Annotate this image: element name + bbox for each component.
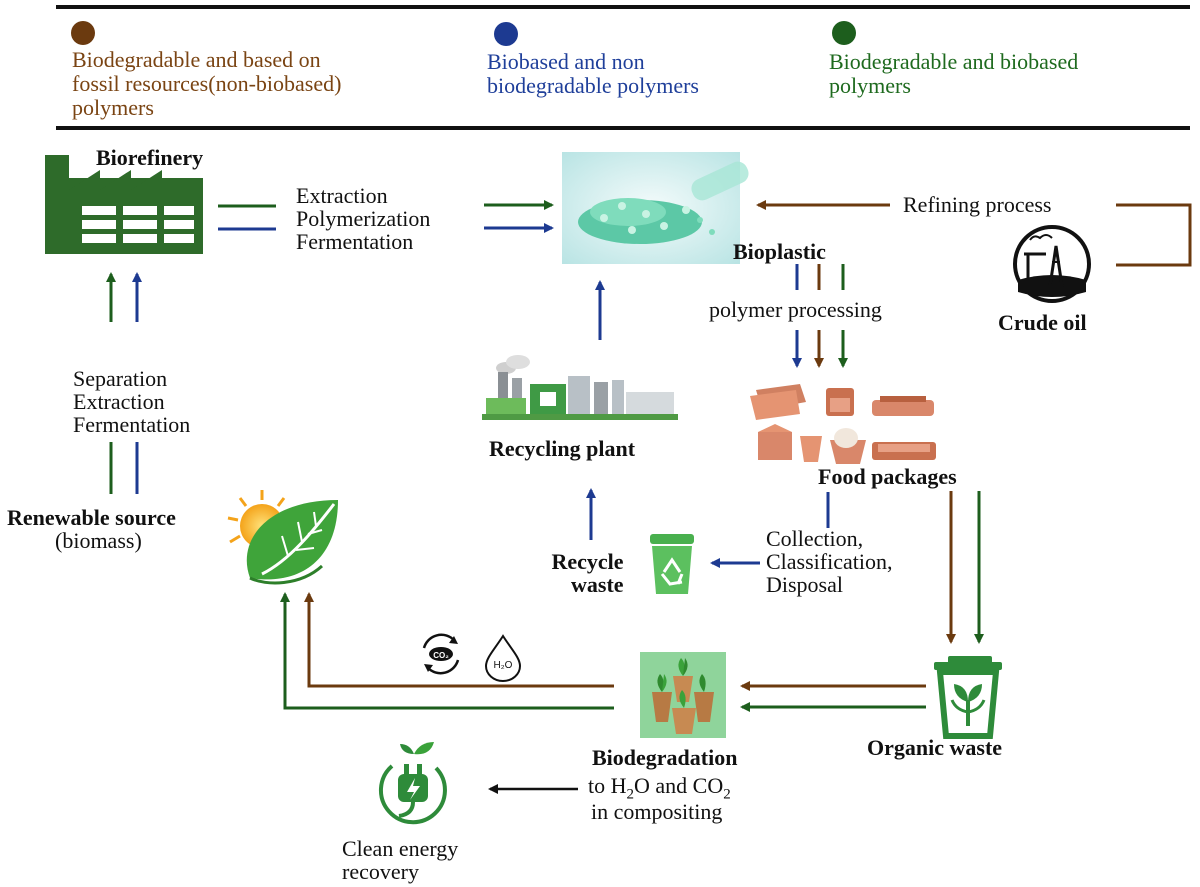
co2-icon-text: CO₂: [433, 651, 449, 660]
legend-green-text: Biodegradable and biobased polymers: [829, 49, 1079, 98]
crude-oil-label: Crude oil: [998, 310, 1087, 335]
legend-blue-text: Biobased and non biodegradable polymers: [487, 49, 699, 98]
plant-pots-icon: [640, 652, 726, 738]
bioplastic-pellets-icon: [562, 152, 749, 264]
biodegradation-sub-line2: in compositing: [591, 799, 723, 824]
polymer-processing-label: polymer processing: [709, 297, 882, 322]
clean-energy-icon: [378, 742, 447, 825]
food-packages-label: Food packages: [818, 464, 957, 489]
legend-dot-green: [832, 21, 856, 45]
arrow-green-to-renewable: [280, 592, 614, 710]
recycle-bin-icon: [650, 534, 694, 594]
food-packages-icon: [750, 384, 936, 464]
legend-dot-blue: [494, 22, 518, 46]
recycling-plant-icon: [482, 355, 678, 420]
crude-oil-icon: [1013, 225, 1091, 303]
organic-waste-bin-icon: [934, 656, 1002, 739]
sun-leaf-icon: [227, 490, 338, 585]
co2-cycle-icon: [422, 633, 460, 675]
collection-process-label: Collection, Classification, Disposal: [766, 526, 893, 597]
biodegradation-label: Biodegradation: [592, 745, 738, 770]
recycling-plant-label: Recycling plant: [489, 436, 636, 461]
arrow-brown-to-renewable: [304, 592, 614, 688]
refining-process-label: Refining process: [903, 192, 1052, 217]
refining-loop: [1116, 203, 1192, 267]
biorefinery-label: Biorefinery: [96, 145, 204, 170]
h2o-icon-text: H₂O: [494, 660, 513, 671]
legend-dot-brown: [71, 21, 95, 45]
recycle-waste-label: Recycle waste: [551, 549, 624, 597]
organic-waste-label: Organic waste: [867, 735, 1003, 760]
extraction-process-label: Extraction Polymerization Fermentation: [296, 183, 431, 254]
water-drop-icon: [484, 634, 522, 682]
renewable-source-label: Renewable source: [7, 505, 176, 530]
factory-icon: [45, 155, 203, 254]
bioplastic-label: Bioplastic: [733, 239, 826, 264]
renewable-source-sub: (biomass): [55, 528, 142, 553]
biodegradation-sub-line1: to H2O and CO2: [588, 773, 731, 803]
clean-energy-label: Clean energy recovery: [342, 836, 459, 884]
legend-brown-text: Biodegradable and based on fossil resour…: [72, 47, 342, 120]
separation-process-label: Separation Extraction Fermentation: [73, 366, 191, 437]
